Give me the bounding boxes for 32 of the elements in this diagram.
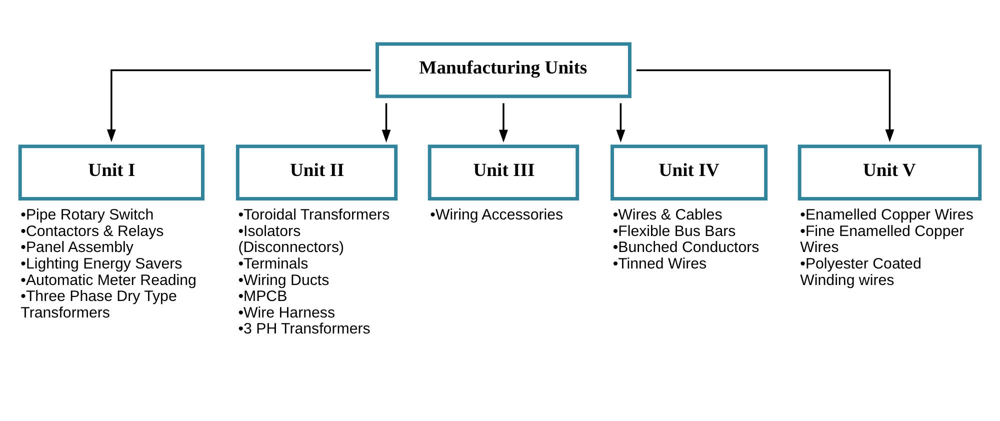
node-label: •Terminals <box>238 254 308 272</box>
arrow <box>499 102 508 142</box>
arrow <box>106 68 371 142</box>
node-label: •Panel Assembly <box>20 238 134 256</box>
node-label: •Bunched Conductors <box>612 238 760 256</box>
node-label: •Wiring Ducts <box>238 271 330 288</box>
node-label: •Wires & Cables <box>612 206 722 224</box>
node-label: •Fine Enamelled Copper Wires <box>800 222 964 256</box>
node-label: •Contactors & Relays <box>20 222 164 240</box>
node-label: •Automatic Meter Reading <box>20 271 196 288</box>
node-label: •MPCB <box>238 288 288 305</box>
node-label: •Polyester Coated Winding wires <box>800 254 922 288</box>
node-box: Unit V <box>798 144 982 200</box>
arrow <box>636 68 894 142</box>
node-label: •Pipe Rotary Switch <box>20 206 154 224</box>
node-box: Unit IV <box>610 144 768 200</box>
node-box: Unit I <box>18 144 204 200</box>
node-label: •Toroidal Transformers <box>238 206 390 224</box>
node-label: •Lighting Energy Savers <box>20 254 182 272</box>
node-box: Unit II <box>236 144 398 200</box>
node-label: •3 PH Transformers <box>238 320 370 338</box>
arrow <box>616 102 626 142</box>
node-label: •Isolators (Disconnectors) <box>238 222 344 256</box>
node-label: •Tinned Wires <box>612 254 707 272</box>
node-label: •Wiring Accessories <box>430 206 564 224</box>
arrow <box>382 102 391 142</box>
node-label: •Flexible Bus Bars <box>612 222 736 240</box>
node-label: •Enamelled Copper Wires <box>800 206 974 224</box>
node-label: •Three Phase Dry Type Transformers <box>20 288 177 321</box>
node-box: Unit III <box>428 144 580 200</box>
node-label: •Wire Harness <box>238 304 336 321</box>
node-box: Manufacturing Units <box>376 42 632 98</box>
